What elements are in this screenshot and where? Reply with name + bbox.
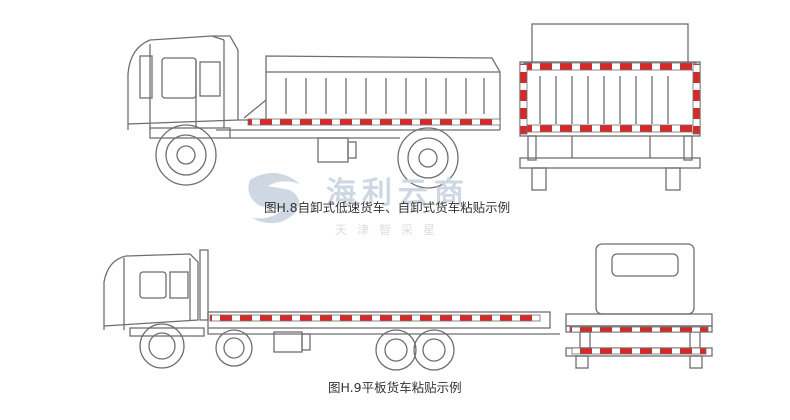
- dump-truck-rear-view: [519, 23, 701, 191]
- dump-truck-side-view: [127, 35, 501, 189]
- dump-rear-top-reflective-strip: [523, 62, 697, 71]
- dump-body-ribs: [285, 78, 485, 114]
- dump-rear-left-reflective-strip: [519, 63, 528, 135]
- flatbed-fuel-tank: [273, 331, 303, 353]
- flatbed-rear-bottom-reflective-strip: [571, 347, 707, 355]
- dump-truck-side-window: [161, 57, 197, 99]
- flatbed-side-reflective-strip: [209, 314, 541, 322]
- flatbed-headboard: [199, 249, 209, 321]
- flatbed-truck-cab: [103, 253, 199, 330]
- flatbed-front-wheel: [139, 323, 185, 369]
- flatbed-rear-left-wheel: [575, 355, 589, 369]
- dump-rear-bumper: [519, 157, 701, 169]
- dump-truck-rear-wheel: [397, 127, 459, 189]
- flatbed-rear-wheel-1: [375, 329, 417, 371]
- flatbed-rear-top-reflective-strip: [569, 326, 709, 333]
- figure-h9-caption: 图H.9平板货车粘贴示例: [328, 380, 462, 395]
- flatbed-rear-deck: [565, 313, 713, 327]
- dump-rear-left-wheel: [531, 167, 547, 191]
- flatbed-rear-window: [611, 253, 679, 277]
- flatbed-truck-side-window: [139, 271, 167, 299]
- dump-truck-body: [265, 55, 501, 121]
- dump-rear-bottom-reflective-strip: [523, 124, 697, 133]
- flatbed-second-wheel: [215, 329, 253, 367]
- watermark-logo-icon: [248, 172, 300, 224]
- dump-truck-front-window: [139, 55, 153, 99]
- dump-rear-right-wheel: [665, 167, 681, 191]
- flatbed-rear-right-wheel: [689, 355, 703, 369]
- figure-h8-caption: 图H.8自卸式低速货车、自卸式货车粘贴示例: [264, 200, 511, 215]
- flatbed-truck-side-view: [103, 249, 560, 371]
- dump-truck-side-reflective-strip: [247, 118, 501, 126]
- dump-truck-cab: [127, 35, 239, 130]
- dump-truck-front-wheel: [155, 124, 217, 186]
- flatbed-deck: [207, 311, 551, 329]
- dump-rear-cab-top: [531, 23, 689, 65]
- dump-truck-fuel-tank: [317, 137, 349, 163]
- flatbed-rear-wheel-2: [413, 329, 455, 371]
- dump-rear-right-reflective-strip: [692, 63, 701, 135]
